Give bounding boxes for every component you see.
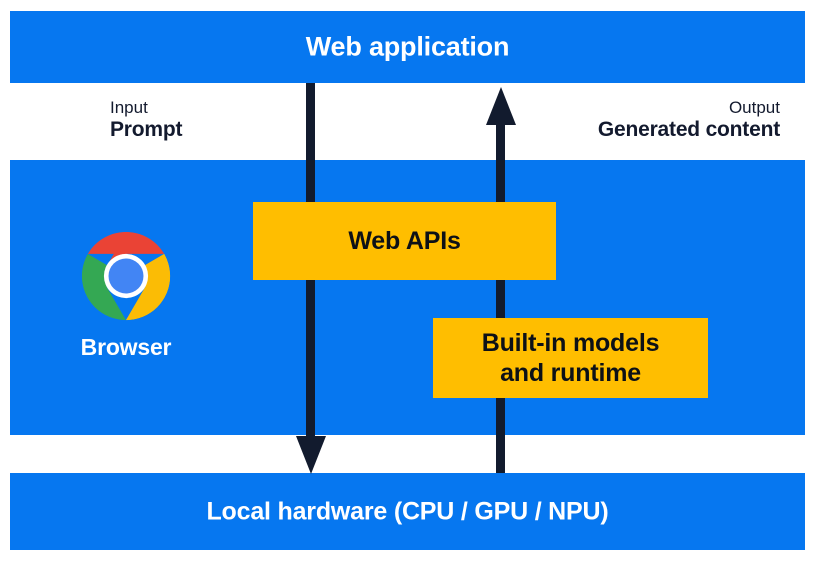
input-label-group: Input Prompt [110,98,183,143]
arrow-up-head-icon [486,87,516,125]
arrow-down-head-icon [296,436,326,474]
band-web-application: Web application [10,11,805,83]
output-kind-label: Output [728,98,780,117]
browser-group: Browser [58,230,194,361]
band-local-hardware: Local hardware (CPU / GPU / NPU) [10,473,805,550]
box-web-apis[interactable]: Web APIs [253,202,556,280]
input-kind-label: Input [110,98,148,117]
output-label-group: Output Generated content [598,98,780,143]
browser-caption-label: Browser [80,334,172,360]
chrome-logo-icon [81,231,171,321]
box-built-in-models[interactable]: Built-in models and runtime [433,318,708,398]
box-web-apis-label: Web APIs [348,227,461,255]
band-web-application-label: Web application [305,31,510,62]
box-built-in-models-label: Built-in models and runtime [481,329,660,387]
band-local-hardware-label: Local hardware (CPU / GPU / NPU) [206,497,609,525]
output-value-label: Generated content [597,118,780,142]
arrow-up-shaft [496,120,505,473]
input-value-label: Prompt [110,118,183,142]
